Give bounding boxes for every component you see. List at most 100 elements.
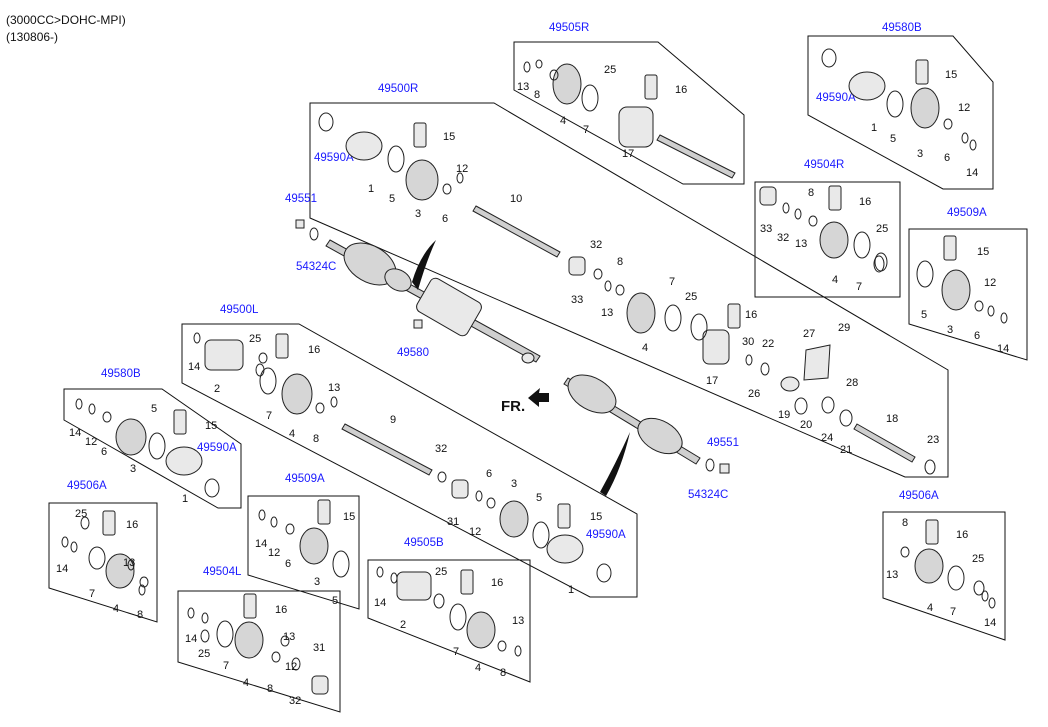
assembly-label-49509A-right[interactable]: 49509A: [947, 207, 987, 219]
part-number: 32: [777, 232, 789, 244]
assembly-label-49580B-left[interactable]: 49580B: [101, 368, 141, 380]
part-number: 4: [560, 115, 566, 127]
part-number: 13: [123, 557, 135, 569]
part-number: 25: [685, 291, 697, 303]
part-number: 6: [285, 558, 291, 570]
part-number: 14: [997, 343, 1009, 355]
part-number: 10: [510, 193, 522, 205]
clamp-ring-icon: [88, 84, 965, 648]
part-number: 5: [921, 309, 927, 321]
assembly-label-49509A-left[interactable]: 49509A: [285, 473, 325, 485]
part-number: 3: [314, 576, 320, 588]
part-number: 6: [486, 468, 492, 480]
assembly-label-49590A-580B-right[interactable]: 49590A: [816, 92, 856, 104]
part-number: 13: [517, 81, 529, 93]
part-number: 16: [491, 577, 503, 589]
part-number: 24: [821, 432, 833, 444]
part-number: 12: [85, 436, 97, 448]
assembly-label-49590A-500R[interactable]: 49590A: [314, 152, 354, 164]
part-number: 14: [56, 563, 68, 575]
part-number: 6: [101, 446, 107, 458]
part-number: 19: [778, 409, 790, 421]
part-number: 14: [255, 538, 267, 550]
part-number: 25: [75, 508, 87, 520]
part-number: 15: [443, 131, 455, 143]
part-number: 25: [198, 648, 210, 660]
cv-boot-icon: [105, 63, 971, 659]
part-number: 27: [803, 328, 815, 340]
assembly-label-49504R[interactable]: 49504R: [804, 159, 844, 171]
part-number: 7: [453, 646, 459, 658]
part-number: 20: [800, 419, 812, 431]
part-number: 12: [268, 547, 280, 559]
assembly-label-49551-top[interactable]: 49551: [285, 193, 317, 205]
part-number: 8: [137, 609, 143, 621]
part-number: 4: [927, 602, 933, 614]
assembly-label-49505B[interactable]: 49505B: [404, 537, 444, 549]
assembly-label-49551-bottom[interactable]: 49551: [707, 437, 739, 449]
assembly-label-49590A-500L[interactable]: 49590A: [586, 529, 626, 541]
assembly-label-49580B-right[interactable]: 49580B: [882, 22, 922, 34]
part-number: 32: [289, 695, 301, 707]
front-arrow-icon: [528, 388, 549, 407]
part-number: 2: [400, 619, 406, 631]
assembly-label-49590A-580B-left[interactable]: 49590A: [197, 442, 237, 454]
part-number: 16: [126, 519, 138, 531]
part-number: 5: [389, 193, 395, 205]
frame-49506A-left: [48, 502, 158, 623]
assembly-label-49500L[interactable]: 49500L: [220, 304, 259, 316]
part-number: 12: [469, 526, 481, 538]
part-number: 16: [859, 196, 871, 208]
part-number: 28: [846, 377, 858, 389]
frame-49509A-left: [247, 495, 360, 610]
front-direction-label: FR.: [501, 398, 525, 415]
frame-49509A-right: [908, 228, 1028, 361]
part-number: 14: [185, 633, 197, 645]
part-number: 33: [760, 223, 772, 235]
part-number: 16: [275, 604, 287, 616]
part-number: 14: [374, 597, 386, 609]
part-number: 14: [966, 167, 978, 179]
part-number: 32: [590, 239, 602, 251]
frame-49500L: [181, 323, 638, 598]
part-number-labels: 13 8 4 7 25 16 17 1 5 15 3 6 12 14 1 5 1…: [56, 64, 1009, 707]
part-number: 7: [856, 281, 862, 293]
left-driveshaft-assembly: [563, 374, 701, 496]
part-number: 4: [289, 428, 295, 440]
assembly-label-49500R[interactable]: 49500R: [378, 83, 418, 95]
part-number: 8: [808, 187, 814, 199]
part-number: 16: [308, 344, 320, 356]
part-number: 3: [130, 463, 136, 475]
part-number: 4: [832, 274, 838, 286]
assembly-label-49506A-right[interactable]: 49506A: [899, 490, 939, 502]
assembly-label-49505R[interactable]: 49505R: [549, 22, 589, 34]
frame-49505R: [513, 41, 745, 185]
assembly-label-49580[interactable]: 49580: [397, 347, 429, 359]
part-number: 31: [447, 516, 459, 528]
cv-joint-housing-icon: [165, 71, 886, 601]
part-number: 14: [984, 617, 996, 629]
part-number: 5: [151, 403, 157, 415]
assembly-label-49506A-left[interactable]: 49506A: [67, 480, 107, 492]
part-number: 29: [838, 322, 850, 334]
part-number: 12: [456, 163, 468, 175]
part-number: 7: [223, 660, 229, 672]
part-number: 1: [568, 584, 574, 596]
part-number: 12: [285, 661, 297, 673]
part-number: 12: [958, 102, 970, 114]
frame-49504R: [754, 181, 901, 298]
frame-49580B-left: [63, 388, 242, 509]
assembly-label-54324C-bottom[interactable]: 54324C: [688, 489, 728, 501]
assembly-label-54324C-top[interactable]: 54324C: [296, 261, 336, 273]
part-number: 8: [500, 667, 506, 679]
part-number: 12: [984, 277, 996, 289]
part-number: 21: [840, 444, 852, 456]
part-number: 25: [604, 64, 616, 76]
part-number: 8: [313, 433, 319, 445]
assembly-label-49504L[interactable]: 49504L: [203, 566, 242, 578]
part-number: 13: [795, 238, 807, 250]
part-number: 8: [534, 89, 540, 101]
part-number: 32: [435, 443, 447, 455]
part-number: 3: [511, 478, 517, 490]
